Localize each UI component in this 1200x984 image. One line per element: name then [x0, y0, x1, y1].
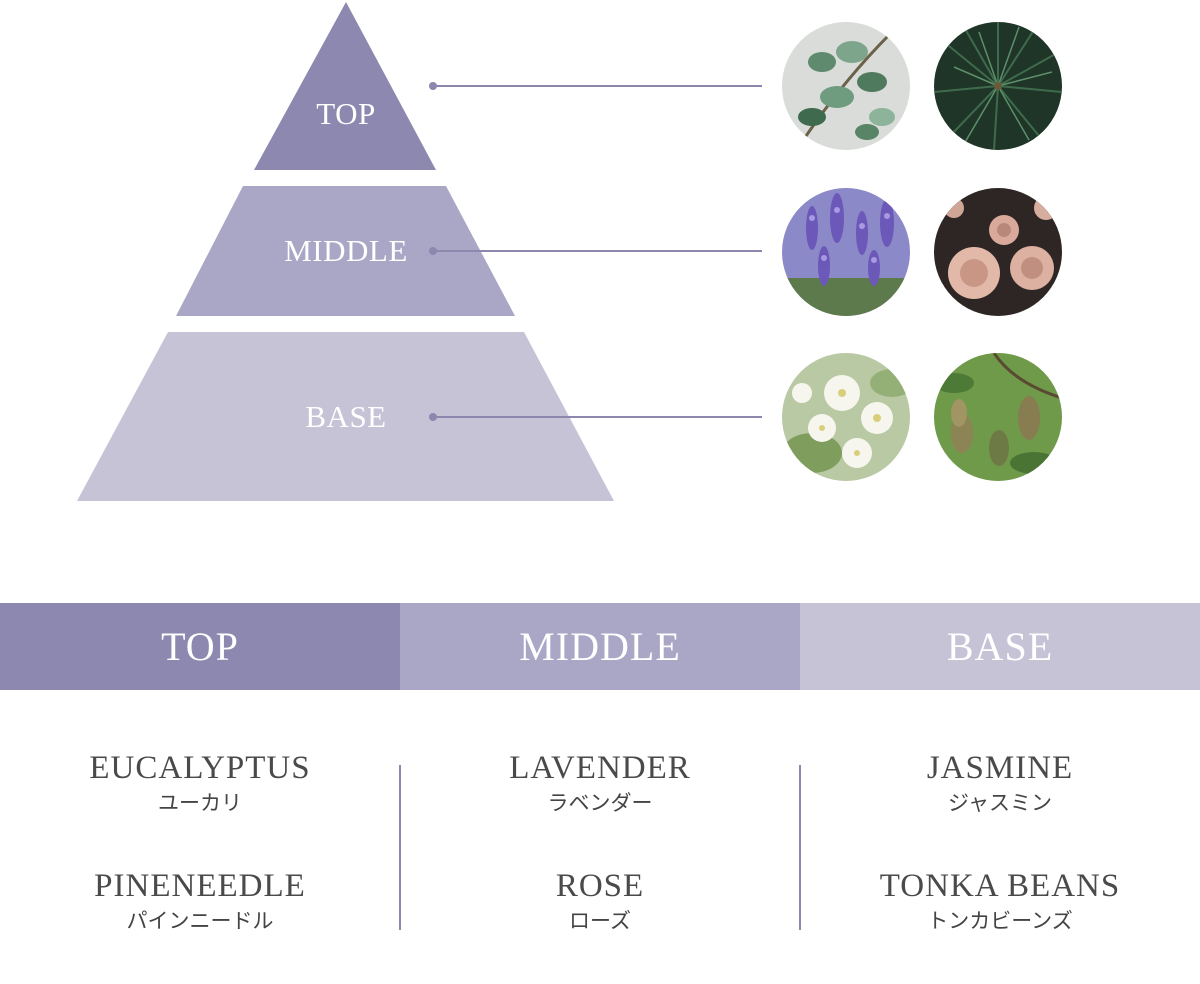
pyramid-base-tier — [77, 332, 614, 501]
leader-line-top — [429, 82, 762, 90]
middle-notes-column: LAVENDER ラベンダー ROSE ローズ — [400, 748, 800, 984]
band-top-label: TOP — [161, 624, 239, 669]
note-item: ROSE ローズ — [400, 866, 800, 984]
note-name-ja: ジャスミン — [948, 791, 1052, 815]
pyramid-top-label: TOP — [316, 96, 376, 131]
note-name-ja: トンカビーンズ — [927, 909, 1073, 933]
eucalyptus-photo — [782, 22, 910, 150]
pyramid-top-tier — [254, 2, 436, 170]
note-name-ja: ユーカリ — [158, 791, 242, 815]
base-notes-column: JASMINE ジャスミン TONKA BEANS トンカビーンズ — [800, 748, 1200, 984]
note-name-en: ROSE — [555, 868, 645, 904]
pine-needle-photo — [934, 22, 1062, 150]
band-middle: MIDDLE — [400, 603, 800, 690]
note-name-ja: ローズ — [569, 909, 631, 933]
note-name-en: TONKA BEANS — [879, 868, 1121, 904]
note-name-en: EUCALYPTUS — [89, 750, 311, 786]
band-top: TOP — [0, 603, 400, 690]
leader-line-middle — [429, 247, 762, 255]
tonka-bean-photo — [934, 353, 1062, 481]
note-name-en: PINENEEDLE — [94, 868, 306, 904]
band-middle-label: MIDDLE — [519, 624, 681, 669]
column-divider — [799, 765, 801, 930]
note-name-ja: パインニードル — [126, 909, 274, 933]
pyramid-middle-tier — [176, 186, 515, 316]
note-name-en: JASMINE — [926, 750, 1074, 786]
jasmine-photo — [782, 353, 910, 481]
note-name-en: LAVENDER — [509, 750, 691, 786]
pyramid-base-label: BASE — [305, 399, 387, 434]
leader-line-base — [429, 413, 762, 421]
band-base-label: BASE — [946, 624, 1054, 669]
note-item: TONKA BEANS トンカビーンズ — [800, 866, 1200, 984]
note-item: PINENEEDLE パインニードル — [0, 866, 400, 984]
fragrance-pyramid — [77, 2, 762, 501]
note-item: EUCALYPTUS ユーカリ — [0, 748, 400, 866]
note-item: JASMINE ジャスミン — [800, 748, 1200, 866]
note-name-ja: ラベンダー — [547, 791, 653, 815]
note-item: LAVENDER ラベンダー — [400, 748, 800, 866]
pyramid-middle-label: MIDDLE — [284, 233, 408, 268]
top-notes-column: EUCALYPTUS ユーカリ PINENEEDLE パインニードル — [0, 748, 400, 984]
rose-photo — [934, 188, 1062, 316]
column-divider — [399, 765, 401, 930]
band-base: BASE — [800, 603, 1200, 690]
lavender-photo — [782, 188, 910, 316]
